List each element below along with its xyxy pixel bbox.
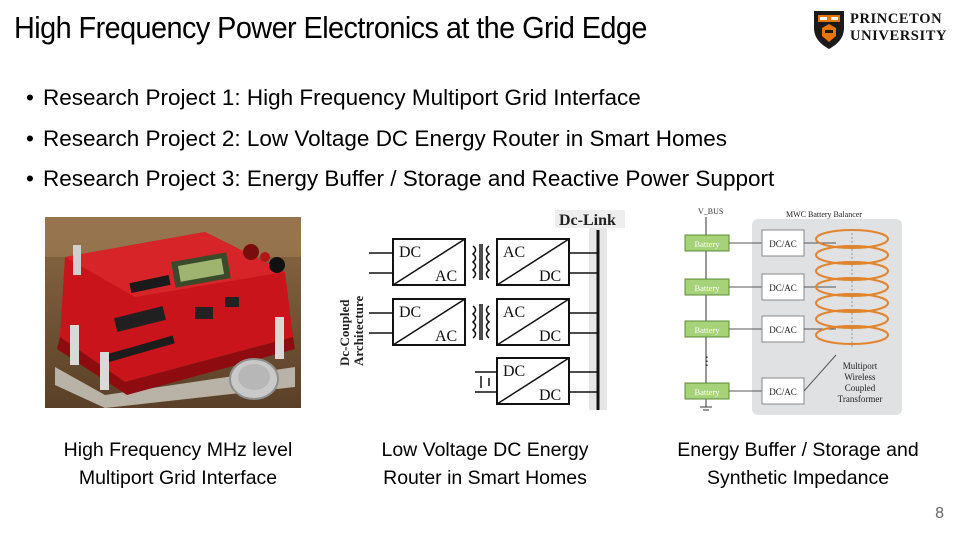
transformer-label-line: Multiport: [843, 361, 878, 371]
caption-dc-router: Low Voltage DC Energy Router in Smart Ho…: [345, 436, 625, 492]
page-number: 8: [935, 505, 944, 522]
battery-row: Battery DC/AC: [684, 229, 836, 257]
battery-label: Battery: [694, 325, 720, 335]
bullet-list: • Research Project 1: High Frequency Mult…: [26, 78, 774, 200]
transformer-label-line: Coupled: [845, 383, 876, 393]
transformer-icon: [471, 244, 491, 280]
caption-line: High Frequency MHz level: [63, 439, 293, 461]
logo-line1: PRINCETON: [850, 11, 943, 27]
battery-row: Battery DC/AC: [684, 315, 836, 343]
arch-label-line2: Architecture: [351, 296, 366, 366]
block-label-bottom: DC: [539, 387, 561, 404]
figure-battery-balancer-diagram: V_BUS MWC Battery Balancer Battery DC/AC…: [668, 205, 904, 415]
bullet-item: • Research Project 1: High Frequency Mult…: [26, 78, 774, 119]
transformer-icon: [471, 304, 491, 340]
block-label-top: DC: [399, 244, 421, 261]
battery-label: Battery: [694, 239, 720, 249]
bullet-dot-icon: •: [26, 85, 34, 110]
bullet-dot-icon: •: [26, 125, 34, 151]
dc-architecture-svg: Dc-Link Dc-Coupled Architecture DC AC: [337, 210, 625, 410]
battery-label: Battery: [694, 283, 720, 293]
caption-line: Router in Smart Homes: [383, 467, 587, 489]
arch-label-line1: Dc-Coupled: [337, 299, 352, 366]
converter-row-1: DC AC AC DC: [369, 238, 598, 286]
caption-line: Low Voltage DC Energy: [381, 439, 589, 461]
block-label-bottom: AC: [435, 328, 457, 345]
princeton-logo: PRINCETON UNIVERSITY: [812, 8, 954, 54]
figure-pcb-photo: [45, 217, 301, 408]
converter-label: DC/AC: [769, 387, 797, 397]
block-label-bottom: AC: [435, 268, 457, 285]
ellipsis-icon: ⋮: [701, 354, 713, 368]
logo-line2: UNIVERSITY: [850, 28, 948, 44]
block-label-top: DC: [503, 363, 525, 380]
bullet-dot-icon: •: [26, 166, 34, 191]
transformer-label-line: Wireless: [844, 372, 876, 382]
block-label-top: DC: [399, 304, 421, 321]
block-label-bottom: DC: [539, 328, 561, 345]
princeton-shield-icon: [814, 11, 844, 49]
panel-title: MWC Battery Balancer: [786, 210, 862, 219]
converter-label: DC/AC: [769, 239, 797, 249]
battery-balancer-svg: V_BUS MWC Battery Balancer Battery DC/AC…: [684, 207, 902, 415]
bullet-text: Research Project 1: High Frequency Multi…: [43, 85, 641, 110]
caption-energy-buffer: Energy Buffer / Storage and Synthetic Im…: [650, 436, 946, 492]
bullet-text: Research Project 3: Energy Buffer / Stor…: [43, 166, 775, 191]
transformer-label-line: Transformer: [838, 394, 883, 404]
converter-row-2: DC AC AC DC: [369, 298, 598, 346]
figure-dc-architecture-diagram: Dc-Link Dc-Coupled Architecture DC AC: [333, 206, 633, 410]
converter-label: DC/AC: [769, 325, 797, 335]
converter-row-3: DC DC: [475, 357, 598, 405]
dclink-label: Dc-Link: [559, 212, 616, 229]
bullet-text: Research Project 2: Low Voltage DC Energ…: [43, 125, 728, 151]
block-label-bottom: DC: [539, 268, 561, 285]
block-label-top: AC: [503, 304, 525, 321]
caption-line: Energy Buffer / Storage and: [677, 439, 919, 461]
caption-pcb: High Frequency MHz level Multiport Grid …: [40, 436, 316, 492]
bullet-item: • Research Project 2: Low Voltage DC Ener…: [26, 119, 774, 160]
caption-line: Synthetic Impedance: [706, 467, 890, 489]
pcb-photo-image: [45, 217, 301, 408]
bullet-item: • Research Project 3: Energy Buffer / Sto…: [26, 159, 774, 200]
battery-row: Battery DC/AC: [684, 273, 836, 301]
converter-label: DC/AC: [769, 283, 797, 293]
block-label-top: AC: [503, 244, 525, 261]
caption-line: Multiport Grid Interface: [78, 467, 278, 489]
battery-label: Battery: [694, 387, 720, 397]
slide-title: High Frequency Power Electronics at the …: [14, 10, 647, 45]
battery-row: Battery DC/AC: [684, 354, 837, 405]
vbus-label: V_BUS: [698, 207, 723, 216]
